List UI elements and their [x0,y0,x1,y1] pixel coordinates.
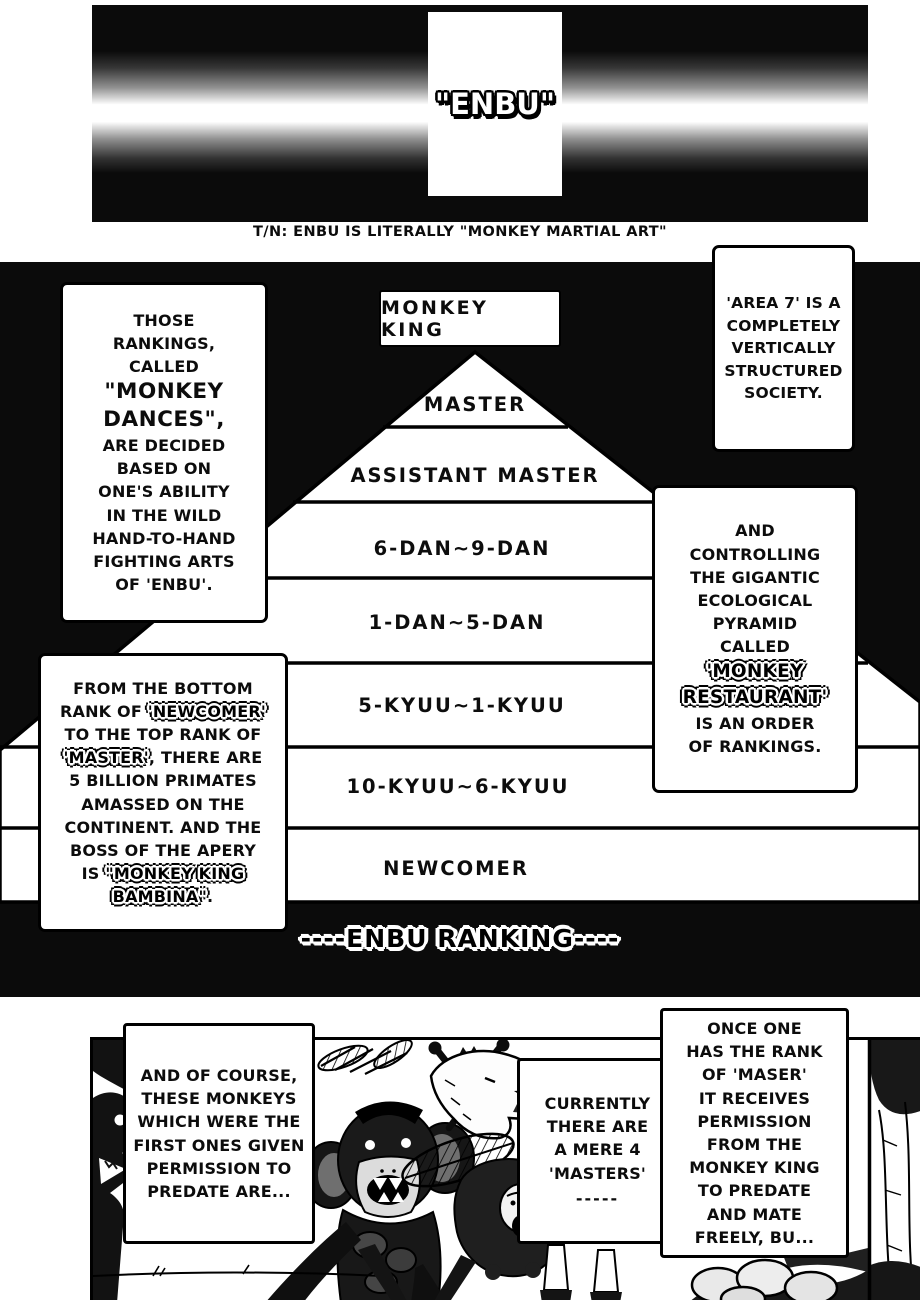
page-title: "ENBU" [435,87,555,121]
ranking-panel: MASTER ASSISTANT MASTER 6-DAN~9-DAN 1-DA… [0,245,920,997]
text-part: TO THE TOP RANK OF [64,724,262,744]
foliage-dark-corner [93,1040,129,1092]
narration-box-currently: CURRENTLY THERE ARE A MERE 4 'MASTERS' -… [517,1058,678,1244]
pyramid-level-newcomer: NEWCOMER [383,857,529,880]
translator-note: T/N: ENBU IS LITERALLY "MONKEY MARTIAL A… [252,224,668,240]
pyramid-level-6dan-9dan: 6-DAN~9-DAN [374,537,551,560]
narration-box-controlling: AND CONTROLLING THE GIGANTIC ECOLOGICAL … [652,485,858,793]
text-part: FROM THE BOTTOM RANK OF [59,678,253,721]
narration-text: FROM THE BOTTOM RANK OF 'NEWCOMER' TO TH… [60,677,266,909]
title-panel: "ENBU" [92,5,868,222]
pyramid-level-assistant-master: ASSISTANT MASTER [350,464,599,487]
narration-box-rankings: THOSE RANKINGS, CALLED "MONKEY DANCES", … [60,282,268,623]
narration-text: THOSE RANKINGS, CALLED [112,310,216,376]
pyramid-level-5kyuu-1kyuu: 5-KYUU~1-KYUU [358,694,565,717]
pyramid-level-master: MASTER [424,393,526,416]
emphasis-monkey-king-bambina: "MONKEY KING BAMBINA" [105,864,245,907]
narration-text: AND CONTROLLING THE GIGANTIC ECOLOGICAL … [689,521,821,657]
narration-text: 'AREA 7' IS A COMPLETELY VERTICALLY STRU… [724,294,843,403]
narration-text: IS AN ORDER OF RANKINGS. [688,714,822,757]
narration-text: ONCE ONE HAS THE RANK OF 'MASER' IT RECE… [686,1019,823,1247]
text-part: . [207,887,214,907]
narration-box-once-master: ONCE ONE HAS THE RANK OF 'MASER' IT RECE… [660,1008,849,1258]
pyramid-level-10kyuu-6kyuu: 10-KYUU~6-KYUU [346,775,569,798]
emphasis-master: 'MASTER' [63,748,149,768]
narration-text: AND OF COURSE, THESE MONKEYS WHICH WERE … [133,1065,305,1201]
leaf-cluster [317,1040,413,1072]
ground-and-legs [93,1244,622,1300]
narration-text: CURRENTLY THERE ARE A MERE 4 'MASTERS' [544,1094,651,1183]
tree-trunk-strip [867,1040,920,1300]
narration-box-area7: 'AREA 7' IS A COMPLETELY VERTICALLY STRU… [712,245,855,452]
narration-emphasis-monkey-restaurant: 'MONKEY RESTAURANT' [682,660,828,709]
narration-emphasis-monkey-dances: "MONKEY DANCES", [103,379,225,433]
monkey-king-box: MONKEY KING [379,290,561,347]
title-box: "ENBU" [428,12,562,196]
narration-text: ARE DECIDED BASED ON ONE'S ABILITY IN TH… [92,436,236,595]
narration-box-bottom-rank: FROM THE BOTTOM RANK OF 'NEWCOMER' TO TH… [38,653,288,932]
pyramid-level-1dan-5dan: 1-DAN~5-DAN [369,611,546,634]
trailing-dashes: ----- [575,1188,620,1208]
enbu-ranking-caption: ----ENBU RANKING---- [300,924,620,953]
emphasis-newcomer: 'NEWCOMER' [147,701,267,721]
narration-box-of-course: AND OF COURSE, THESE MONKEYS WHICH WERE … [123,1023,315,1244]
monkey-king-label: MONKEY KING [381,296,489,341]
text-part: , THERE ARE 5 BILLION PRIMATES AMASSED O… [64,748,263,884]
